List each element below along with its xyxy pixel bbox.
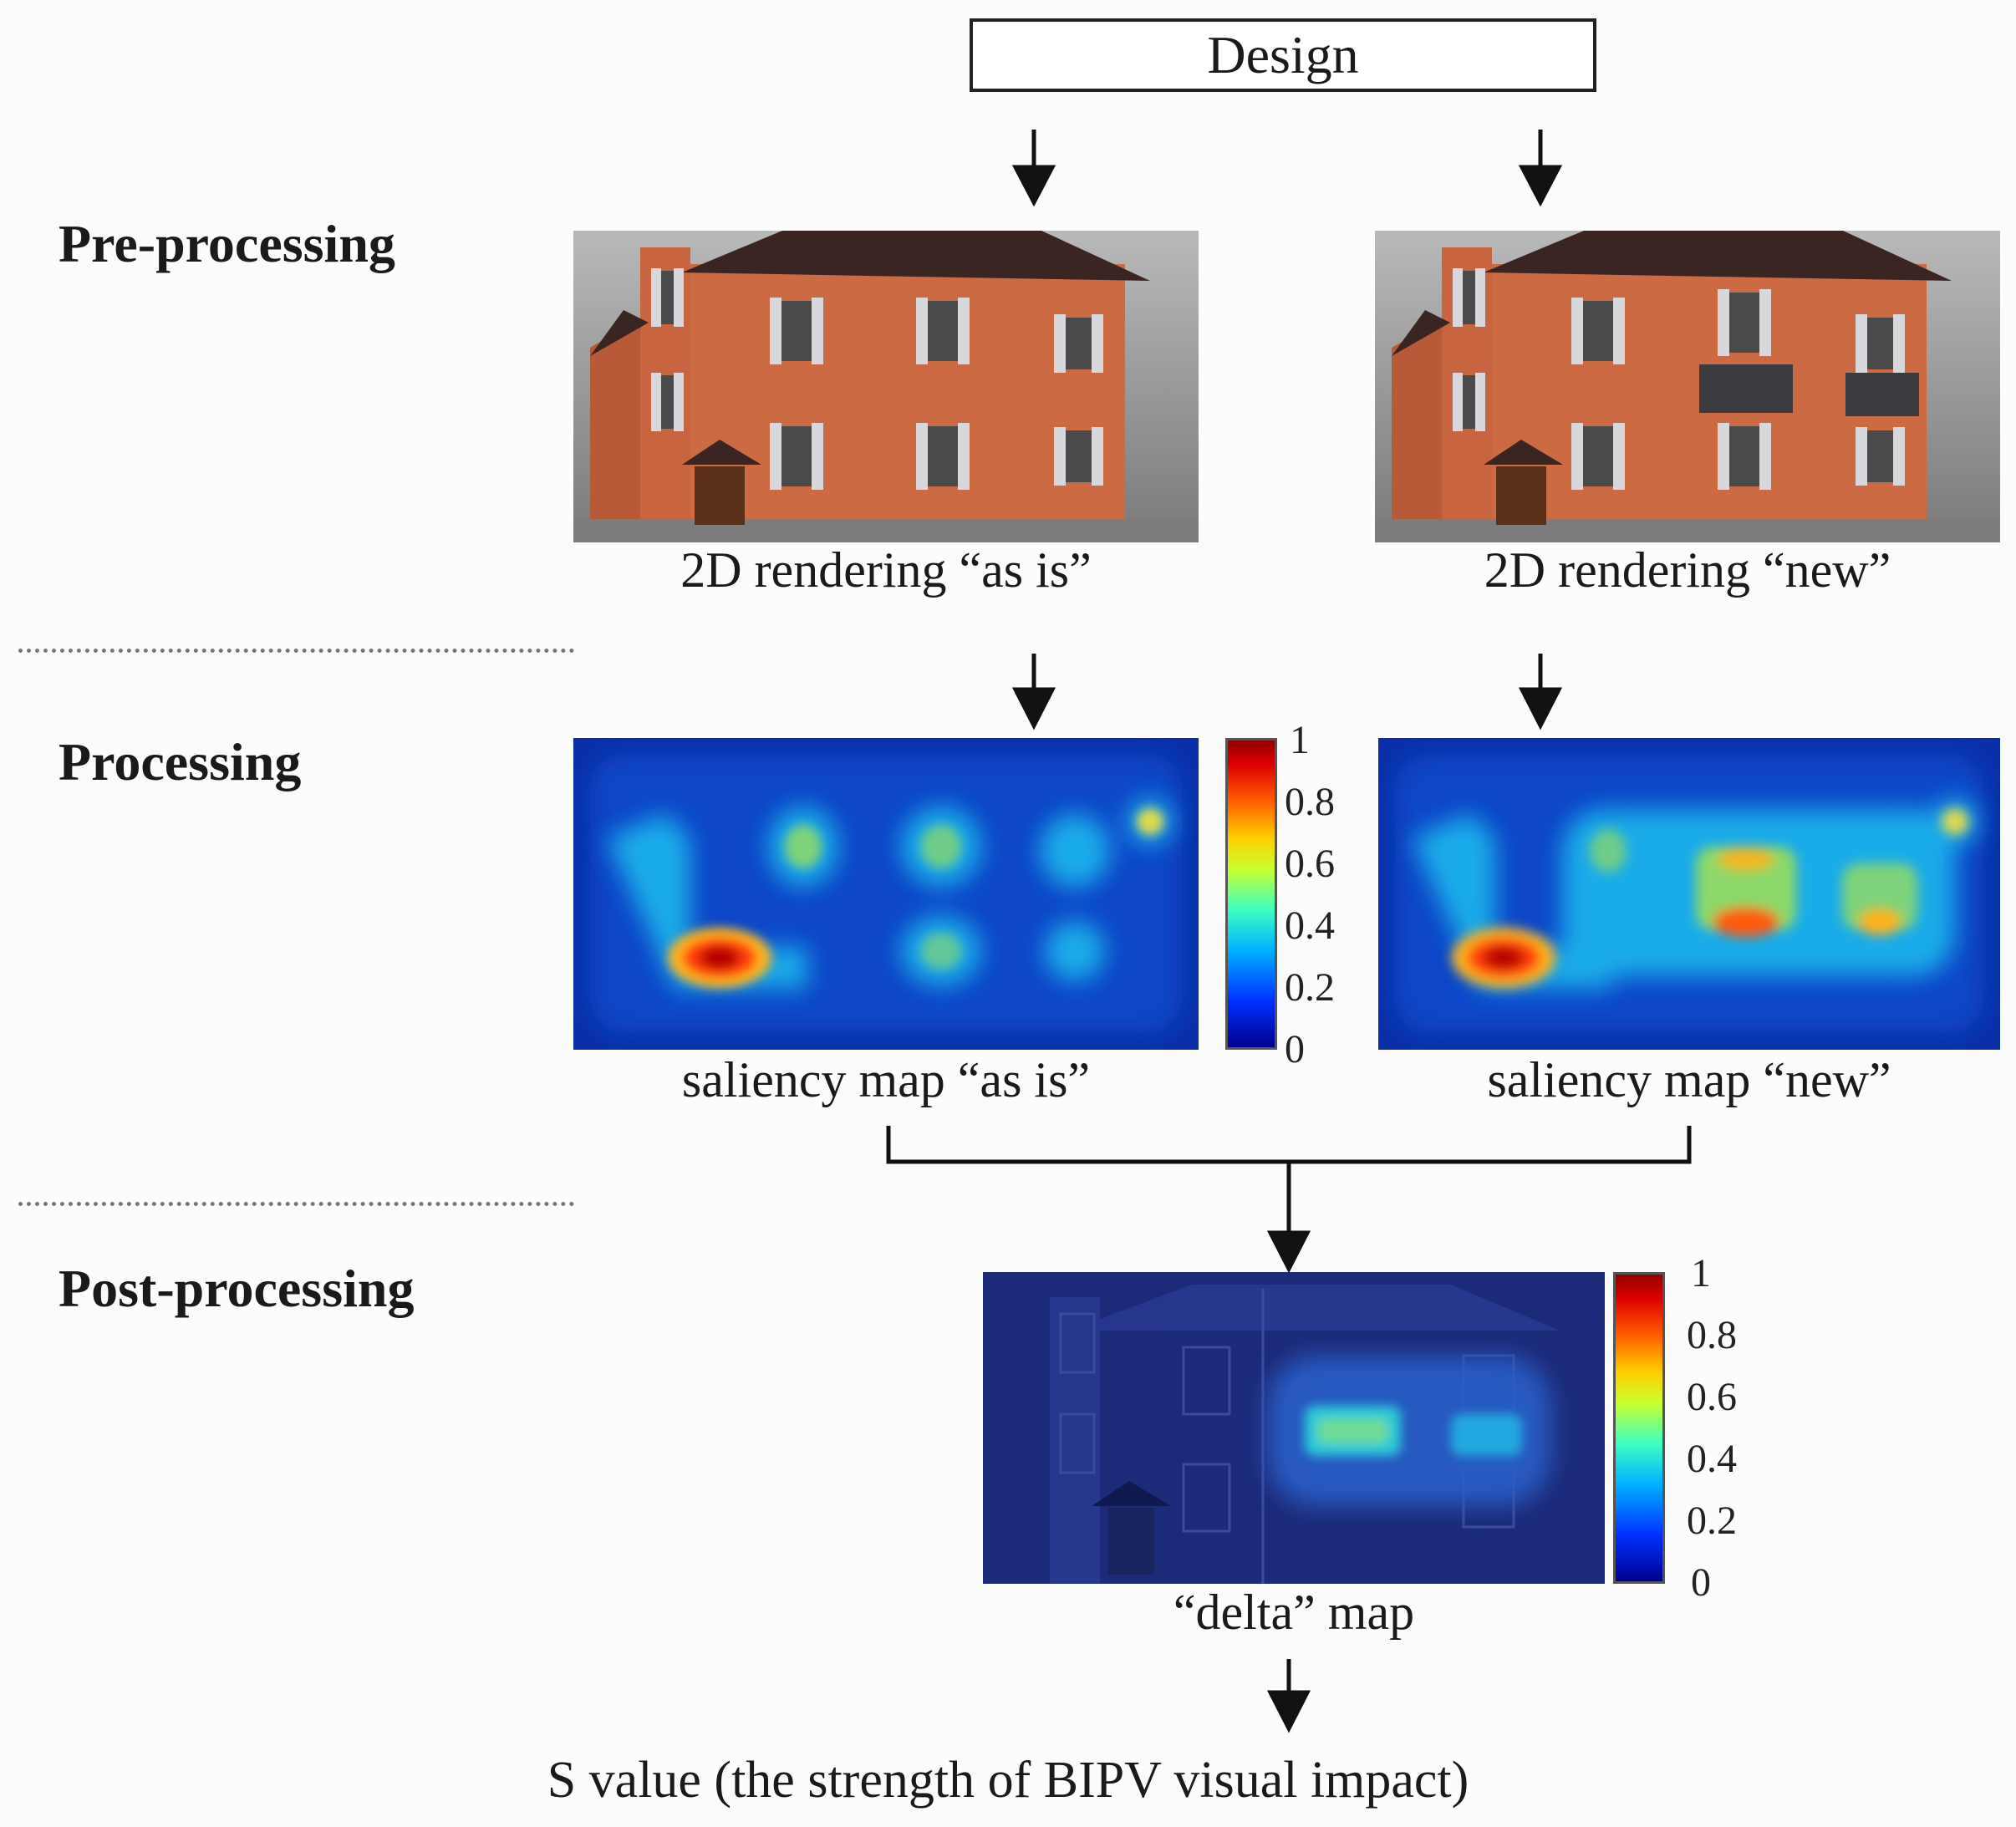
colorbar-saliency-tick: 0.2 bbox=[1285, 965, 1335, 1010]
stage-label-pre: Pre-processing bbox=[59, 214, 395, 273]
caption-delta: “delta” map bbox=[1173, 1585, 1415, 1640]
colorbar-delta-tick: 0.6 bbox=[1687, 1375, 1737, 1419]
delta-map-image bbox=[983, 1272, 1605, 1584]
colorbar-delta-tick: 0.4 bbox=[1687, 1437, 1737, 1481]
stage-label-post: Post-processing bbox=[59, 1259, 415, 1318]
caption-rendering-new: 2D rendering “new” bbox=[1484, 542, 1891, 598]
caption-saliency-as-is: saliency map “as is” bbox=[681, 1052, 1091, 1107]
colorbar-saliency-tick: 0.8 bbox=[1285, 780, 1335, 824]
colorbar-saliency-tick: 0.4 bbox=[1285, 903, 1335, 948]
separator-1 bbox=[18, 649, 574, 653]
colorbar-saliency bbox=[1225, 738, 1277, 1050]
colorbar-saliency-tick: 0.6 bbox=[1285, 842, 1335, 886]
saliency-map-as-is-image bbox=[573, 738, 1199, 1050]
colorbar-delta-tick: 0 bbox=[1691, 1560, 1711, 1605]
colorbar-delta bbox=[1613, 1272, 1665, 1584]
rendering-new-image bbox=[1375, 231, 2000, 542]
colorbar-saliency-tick: 0 bbox=[1285, 1027, 1305, 1071]
caption-saliency-new: saliency map “new” bbox=[1487, 1052, 1891, 1107]
result-text: S value (the strength of BIPV visual imp… bbox=[547, 1752, 1469, 1809]
saliency-map-new-image bbox=[1378, 738, 2000, 1050]
colorbar-delta-tick: 0.2 bbox=[1687, 1499, 1737, 1543]
colorbar-saliency-tick: 1 bbox=[1290, 718, 1310, 762]
colorbar-delta-tick: 0.8 bbox=[1687, 1313, 1737, 1357]
stage-label-processing: Processing bbox=[59, 732, 302, 791]
design-box: Design bbox=[970, 18, 1596, 92]
design-label: Design bbox=[1207, 25, 1359, 84]
colorbar-delta-tick: 1 bbox=[1691, 1251, 1711, 1295]
caption-rendering-as-is: 2D rendering “as is” bbox=[680, 542, 1092, 598]
separator-2 bbox=[18, 1202, 574, 1206]
rendering-as-is-image bbox=[573, 231, 1199, 542]
